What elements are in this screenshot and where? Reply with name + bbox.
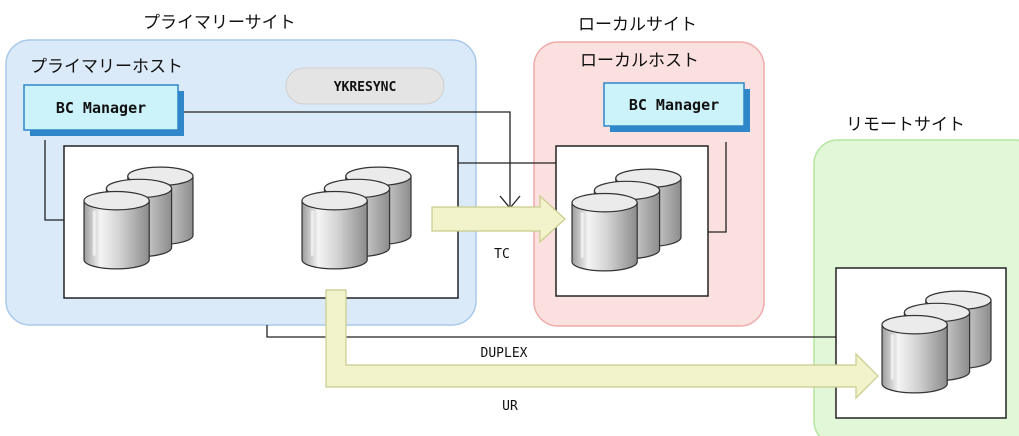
duplex-status-label: DUPLEX	[481, 346, 528, 361]
ur-label: UR	[502, 399, 518, 414]
bc-manager-primary-label: BC Manager	[56, 99, 146, 117]
local-site-label: ローカルサイト	[578, 15, 697, 35]
primary-host-label: プライマリーホスト	[30, 57, 183, 77]
tc-label: TC	[494, 247, 510, 262]
bc-manager-local-label: BC Manager	[629, 96, 719, 114]
tc-arrow	[431, 194, 566, 244]
local-host-label: ローカルホスト	[580, 51, 699, 71]
remote-site-label: リモートサイト	[846, 115, 965, 135]
primary-site-label: プライマリーサイト	[143, 13, 296, 33]
ykresync-command-pill	[285, 67, 445, 105]
ur-arrow	[325, 289, 879, 400]
bc-manager-local: BC Manager	[603, 82, 750, 132]
bc-manager-primary: BC Manager	[23, 84, 184, 136]
ykresync-command-label: YKRESYNC	[334, 80, 397, 95]
